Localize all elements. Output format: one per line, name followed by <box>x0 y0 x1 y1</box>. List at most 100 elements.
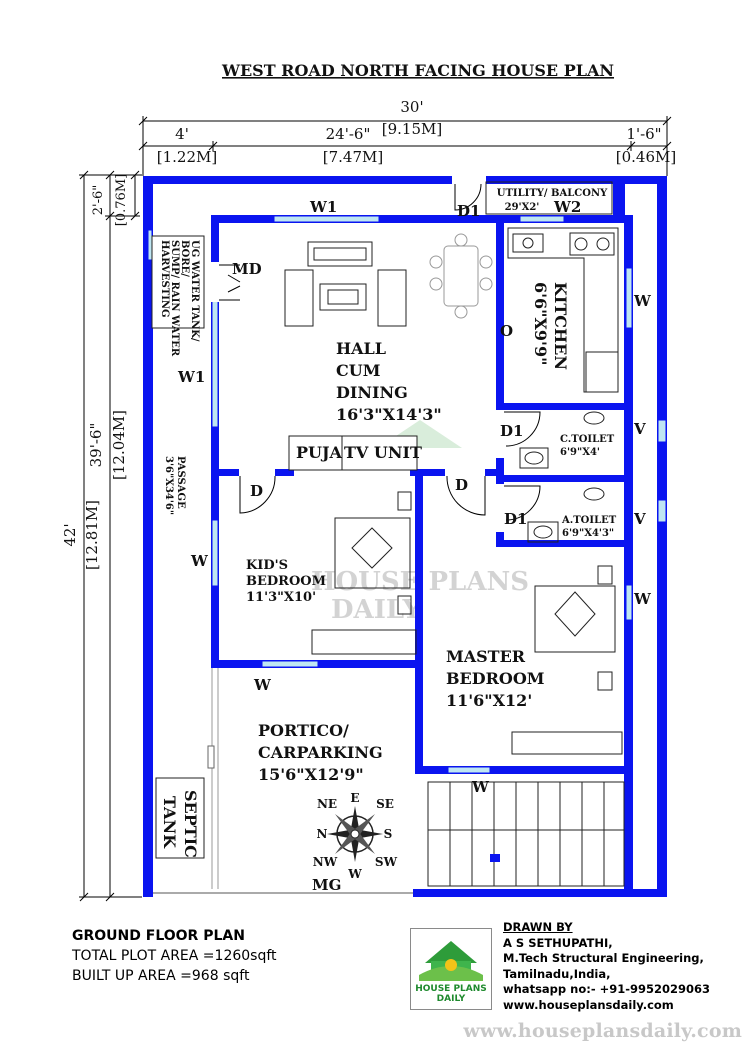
compass-rose <box>327 806 383 862</box>
portico-line2: CARPARKING <box>258 743 383 762</box>
dim-depth-top-m: [0.76M] <box>114 174 129 226</box>
tv-unit-label: TV UNIT <box>344 443 422 462</box>
svg-text:N: N <box>317 827 328 841</box>
total-plot-area: TOTAL PLOT AREA =1260sqft <box>72 948 277 964</box>
utility-name: UTILITY/ BALCONY <box>497 188 608 199</box>
a-toilet-size: 6'9"X4'3" <box>562 528 614 539</box>
dim-depth-main-m: [12.04M] <box>110 410 128 480</box>
logo-line2: DAILY <box>436 994 466 1004</box>
kids-line2: BEDROOM <box>246 574 326 589</box>
svg-text:UG WATER TANK/: UG WATER TANK/ <box>189 240 200 342</box>
kitchen-counter <box>507 227 619 393</box>
svg-text:SW: SW <box>375 855 398 869</box>
puja-tv-unit <box>288 435 418 471</box>
logo-line1: HOUSE PLANS <box>415 984 487 994</box>
label-w1-left: W1 <box>177 368 205 386</box>
kids-size: 11'3"X10' <box>246 590 316 605</box>
label-d1-atoilet: D1 <box>504 510 527 528</box>
svg-text:HARVESTING: HARVESTING <box>159 240 170 318</box>
hall-line2: CUM <box>336 361 380 380</box>
svg-text:SUMP/ RAIN WATER: SUMP/ RAIN WATER <box>169 240 180 357</box>
dim-total-depth-m: [12.81M] <box>83 500 101 570</box>
dim-seg-left-m: [1.22M] <box>157 148 217 166</box>
windows <box>147 215 667 774</box>
c-toilet-fixtures <box>519 411 605 469</box>
kids-line1: KID'S <box>246 558 288 573</box>
dim-seg-right-m: [0.46M] <box>616 148 676 166</box>
utility-size: 29'X2' <box>505 202 540 213</box>
ground-floor-title: GROUND FLOOR PLAN <box>72 928 245 944</box>
designer-degree: M.Tech Structural Engineering, <box>503 951 704 965</box>
svg-text:NE: NE <box>317 797 337 811</box>
label-mg: MG <box>312 876 341 894</box>
designer-whatsapp: whatsapp no:- +91-9952029063 <box>503 982 711 996</box>
c-toilet-size: 6'9"X4' <box>560 447 600 458</box>
designer-name: A S SETHUPATHI, <box>503 935 613 950</box>
doors <box>153 176 541 897</box>
label-w-stair: W <box>471 778 490 796</box>
svg-text:SE: SE <box>376 797 394 811</box>
drawn-by-block: DRAWN BY A S SETHUPATHI, M.Tech Structur… <box>503 920 710 1013</box>
kids-bed <box>311 491 417 655</box>
septic-line2: TANK <box>160 796 179 849</box>
stair-arrow <box>490 854 500 862</box>
label-v-ctoilet: V <box>633 420 646 438</box>
master-size: 11'6"X12' <box>446 691 532 710</box>
master-bed <box>511 565 623 755</box>
portico-size: 15'6"X12'9" <box>258 765 364 784</box>
portico-column <box>207 745 215 769</box>
puja-label: PUJA <box>296 443 343 462</box>
label-d1-ctoilet: D1 <box>500 422 523 440</box>
label-w-kitchen: W <box>633 292 652 310</box>
utility-outline <box>485 181 613 215</box>
label-d-kids: D <box>250 482 263 500</box>
left-dimensions <box>79 170 142 902</box>
designer-website: www.houseplansdaily.com <box>503 997 674 1012</box>
septic-line1: SEPTIC <box>181 790 200 858</box>
svg-text:NW: NW <box>313 855 338 869</box>
hall-line3: DINING <box>336 383 408 402</box>
label-w-kids-bottom: W <box>253 676 272 694</box>
svg-text:W: W <box>347 867 362 881</box>
svg-text:BORE/: BORE/ <box>179 240 190 277</box>
staircase <box>427 781 625 887</box>
svg-text:DAILY: DAILY <box>331 595 422 625</box>
passage-name: PASSAGE <box>175 456 186 509</box>
dim-seg-mid: 24'-6" <box>326 125 371 143</box>
dim-total-depth: 42' <box>61 523 79 546</box>
label-o: O <box>500 322 513 340</box>
dim-depth-main: 39'-6" <box>87 423 105 468</box>
plan-title: WEST ROAD NORTH FACING HOUSE PLAN <box>221 61 614 80</box>
dim-total-width-m: [9.15M] <box>382 120 442 138</box>
label-d-master: D <box>455 476 468 494</box>
svg-text:S: S <box>384 827 393 841</box>
c-toilet-name: C.TOILET <box>560 434 615 445</box>
a-toilet-name: A.TOILET <box>561 515 617 526</box>
ug-tank-text: UG WATER TANK/ BORE/ SUMP/ RAIN WATER HA… <box>159 240 200 357</box>
label-w1-top: W1 <box>309 198 337 216</box>
house-logo-icon <box>419 941 483 981</box>
sofa-set <box>284 241 407 327</box>
dim-seg-mid-m: [7.47M] <box>323 148 383 166</box>
dim-seg-right: 1'-6" <box>626 125 661 143</box>
designer-location: Tamilnadu,India, <box>503 966 611 981</box>
master-line2: BEDROOM <box>446 669 544 688</box>
dim-total-width: 30' <box>400 98 423 116</box>
dim-seg-left: 4' <box>175 125 189 143</box>
compass-labels: E W N S NE SE NW SW <box>313 791 398 881</box>
built-up-area: BUILT UP AREA =968 sqft <box>72 968 250 984</box>
brand-logo: HOUSE PLANS DAILY <box>410 928 492 1010</box>
a-toilet-fixtures <box>527 487 605 543</box>
septic-tank-box <box>155 777 205 859</box>
label-w-kids-left: W <box>190 552 209 570</box>
drawn-by-heading: DRAWN BY <box>503 920 573 934</box>
portico-line1: PORTICO/ <box>258 721 349 740</box>
dim-depth-top: 2'-6" <box>91 185 106 216</box>
top-dimensions <box>138 116 672 176</box>
website-url[interactable]: www.houseplansdaily.com <box>463 1020 742 1042</box>
label-d1-top: D1 <box>457 202 480 220</box>
label-w2: W2 <box>553 198 581 216</box>
ug-tank-box <box>151 235 205 329</box>
dining-table <box>429 233 493 319</box>
